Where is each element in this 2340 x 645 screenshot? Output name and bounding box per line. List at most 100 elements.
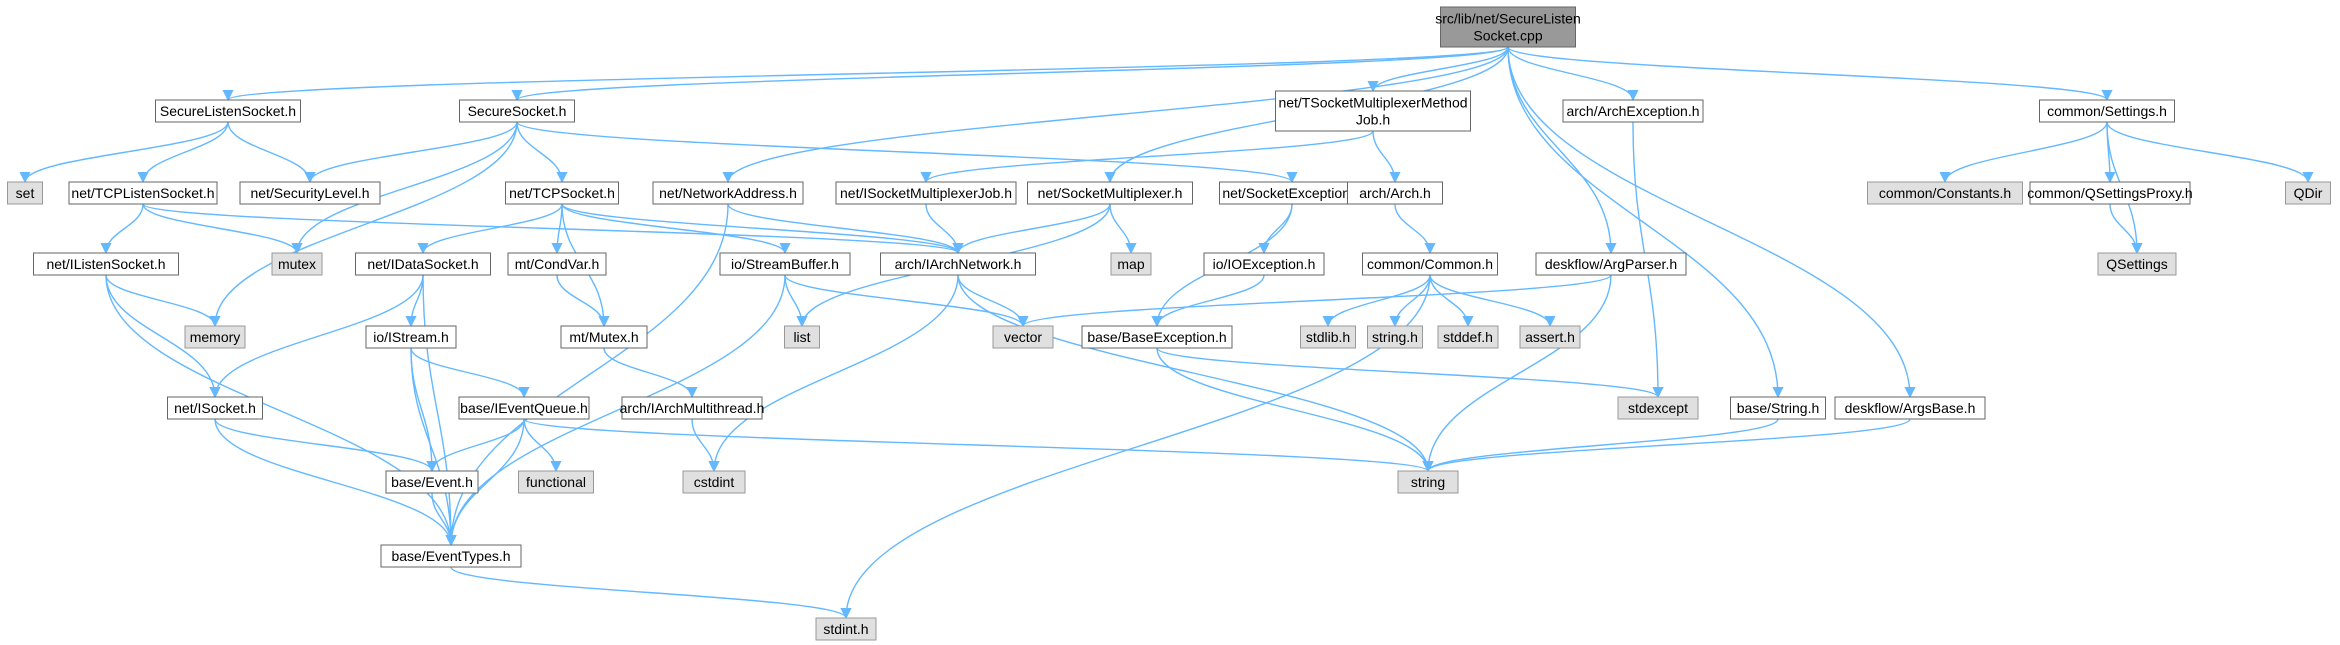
- node-arch-iarchnetwork-h[interactable]: arch/IArchNetwork.h: [880, 252, 1036, 276]
- node-common-settings-h[interactable]: common/Settings.h: [2039, 99, 2175, 123]
- edge-deskflow-argsbase-h-to-string: [1422, 418, 1911, 473]
- node-base-ieventqueue-h[interactable]: base/IEventQueue.h: [458, 396, 590, 420]
- node-label: arch/IArchNetwork.h: [895, 256, 1022, 272]
- edge-mt-condvar-h-to-mt-mutex-h: [556, 274, 610, 328]
- node-label: net/SocketMultiplexer.h: [1038, 185, 1183, 201]
- node-label: memory: [190, 329, 241, 345]
- edge-io-streambuffer-h-to-list: [784, 274, 808, 328]
- node-assert-h: assert.h: [1519, 325, 1581, 349]
- node-label: assert.h: [1525, 329, 1575, 345]
- edge-net-tcpsocket-h-to-net-idatasocket-h: [417, 203, 563, 255]
- node-common-qsettingsproxy-h[interactable]: common/QSettingsProxy.h: [2027, 181, 2193, 205]
- node-net-securitylevel-h[interactable]: net/SecurityLevel.h: [239, 181, 381, 205]
- node-functional: functional: [518, 470, 594, 494]
- edge-src-lib-net-securelistensocket-cpp-to-common-settings-h: [1507, 46, 2113, 102]
- node-net-tcpsocket-h[interactable]: net/TCPSocket.h: [505, 181, 619, 205]
- edge-securesocket-h-to-memory: [209, 121, 518, 328]
- node-label: net/IDataSocket.h: [367, 256, 478, 272]
- edge-net-socketexception-h-to-io-ioexception-h: [1258, 203, 1293, 255]
- node-label: stddef.h: [1443, 329, 1493, 345]
- node-label: deskflow/ArgsBase.h: [1845, 400, 1976, 416]
- node-label: mt/Mutex.h: [569, 329, 638, 345]
- edge-net-ilistensocket-h-to-base-eventtypes-h: [105, 274, 457, 547]
- node-io-ioexception-h[interactable]: io/IOException.h: [1203, 252, 1325, 276]
- edge-arch-arch-h-to-common-common-h: [1394, 203, 1436, 255]
- node-arch-iarchmultithread-h[interactable]: arch/IArchMultithread.h: [620, 396, 765, 420]
- node-base-event-h[interactable]: base/Event.h: [385, 470, 479, 494]
- node-mt-condvar-h[interactable]: mt/CondVar.h: [507, 252, 607, 276]
- edge-base-eventtypes-h-to-stdint-h: [450, 566, 852, 620]
- node-mutex: mutex: [271, 252, 323, 276]
- node-label: base/IEventQueue.h: [460, 400, 588, 416]
- edge-net-tcpsocket-h-to-arch-iarchnetwork-h: [561, 203, 964, 255]
- node-io-istream-h[interactable]: io/IStream.h: [365, 325, 457, 349]
- node-label: io/StreamBuffer.h: [731, 256, 839, 272]
- edge-securesocket-h-to-mutex: [291, 121, 518, 255]
- edge-net-tsocketmultiplexermethodjob-h-to-arch-arch-h: [1372, 130, 1401, 184]
- node-base-eventtypes-h[interactable]: base/EventTypes.h: [380, 544, 522, 568]
- edge-securelistensocket-h-to-net-securitylevel-h: [227, 121, 316, 184]
- node-deskflow-argparser-h[interactable]: deskflow/ArgParser.h: [1535, 252, 1687, 276]
- node-net-socketexception-h[interactable]: net/SocketException.h: [1219, 181, 1365, 205]
- node-label: base/String.h: [1737, 400, 1820, 416]
- edge-src-lib-net-securelistensocket-cpp-to-securesocket-h: [511, 46, 1509, 102]
- edge-base-string-h-to-string: [1422, 418, 1779, 473]
- node-io-streambuffer-h[interactable]: io/StreamBuffer.h: [719, 252, 851, 276]
- node-net-ilistensocket-h[interactable]: net/IListenSocket.h: [33, 252, 179, 276]
- node-arch-arch-h[interactable]: arch/Arch.h: [1347, 181, 1443, 205]
- node-mt-mutex-h[interactable]: mt/Mutex.h: [560, 325, 648, 349]
- node-securesocket-h[interactable]: SecureSocket.h: [459, 99, 575, 123]
- node-deskflow-argsbase-h[interactable]: deskflow/ArgsBase.h: [1834, 396, 1986, 420]
- edge-net-socketmultiplexer-h-to-map: [1109, 203, 1137, 255]
- edge-common-qsettingsproxy-h-to-qsettings: [2109, 203, 2143, 255]
- node-label: net/TCPSocket.h: [509, 185, 615, 201]
- node-label: list: [793, 329, 810, 345]
- node-label: src/lib/net/SecureListen: [1435, 11, 1581, 27]
- edge-io-streambuffer-h-to-vector: [784, 274, 1029, 328]
- node-label: io/IStream.h: [373, 329, 448, 345]
- edge-deskflow-argparser-h-to-vector: [1017, 274, 1612, 328]
- edge-net-tsocketmultiplexermethodjob-h-to-net-isocketmultiplexerjob-h: [920, 130, 1374, 184]
- edge-securelistensocket-h-to-set: [19, 121, 229, 184]
- node-net-tcplistensocket-h[interactable]: net/TCPListenSocket.h: [68, 181, 218, 205]
- node-qsettings: QSettings: [2097, 252, 2177, 276]
- node-label: net/ISocketMultiplexerJob.h: [840, 185, 1012, 201]
- node-arch-archexception-h[interactable]: arch/ArchException.h: [1562, 99, 1704, 123]
- node-label: set: [16, 185, 35, 201]
- node-src-lib-net-securelistensocket-cpp[interactable]: src/lib/net/SecureListenSocket.cpp: [1435, 6, 1581, 48]
- edge-mt-mutex-h-to-arch-iarchmultithread-h: [603, 347, 698, 399]
- node-stdint-h: stdint.h: [815, 617, 877, 641]
- node-label: mutex: [278, 256, 316, 272]
- node-label: base/BaseException.h: [1087, 329, 1226, 345]
- node-label: QDir: [2294, 185, 2323, 201]
- node-base-baseexception-h[interactable]: base/BaseException.h: [1081, 325, 1233, 349]
- node-net-socketmultiplexer-h[interactable]: net/SocketMultiplexer.h: [1027, 181, 1193, 205]
- edge-net-tcplistensocket-h-to-net-ilistensocket-h: [100, 203, 144, 255]
- node-label: QSettings: [2106, 256, 2167, 272]
- edge-common-common-h-to-stddef-h: [1429, 274, 1474, 328]
- node-label: common/Constants.h: [1879, 185, 2011, 201]
- node-common-common-h[interactable]: common/Common.h: [1362, 252, 1498, 276]
- node-label: arch/ArchException.h: [1566, 103, 1699, 119]
- node-label: SecureListenSocket.h: [160, 103, 296, 119]
- edge-net-ilistensocket-h-to-memory: [105, 274, 221, 328]
- node-securelistensocket-h[interactable]: SecureListenSocket.h: [155, 99, 301, 123]
- node-net-isocket-h[interactable]: net/ISocket.h: [167, 396, 263, 420]
- edge-net-tcplistensocket-h-to-arch-iarchnetwork-h: [142, 203, 964, 255]
- edge-net-ilistensocket-h-to-net-isocket-h: [105, 274, 221, 399]
- node-label: mt/CondVar.h: [515, 256, 600, 272]
- node-net-isocketmultiplexerjob-h[interactable]: net/ISocketMultiplexerJob.h: [835, 181, 1017, 205]
- edge-src-lib-net-securelistensocket-cpp-to-base-string-h: [1507, 46, 1784, 399]
- node-label: stdexcept: [1628, 400, 1688, 416]
- node-net-networkaddress-h[interactable]: net/NetworkAddress.h: [652, 181, 804, 205]
- edge-net-idatasocket-h-to-net-isocket-h: [209, 274, 424, 399]
- edge-net-isocket-h-to-base-event-h: [214, 418, 438, 473]
- node-memory: memory: [184, 325, 246, 349]
- node-label: vector: [1004, 329, 1042, 345]
- node-cstdint: cstdint: [682, 470, 746, 494]
- node-base-string-h[interactable]: base/String.h: [1730, 396, 1826, 420]
- edge-net-isocket-h-to-base-eventtypes-h: [214, 418, 457, 547]
- node-net-idatasocket-h[interactable]: net/IDataSocket.h: [355, 252, 491, 276]
